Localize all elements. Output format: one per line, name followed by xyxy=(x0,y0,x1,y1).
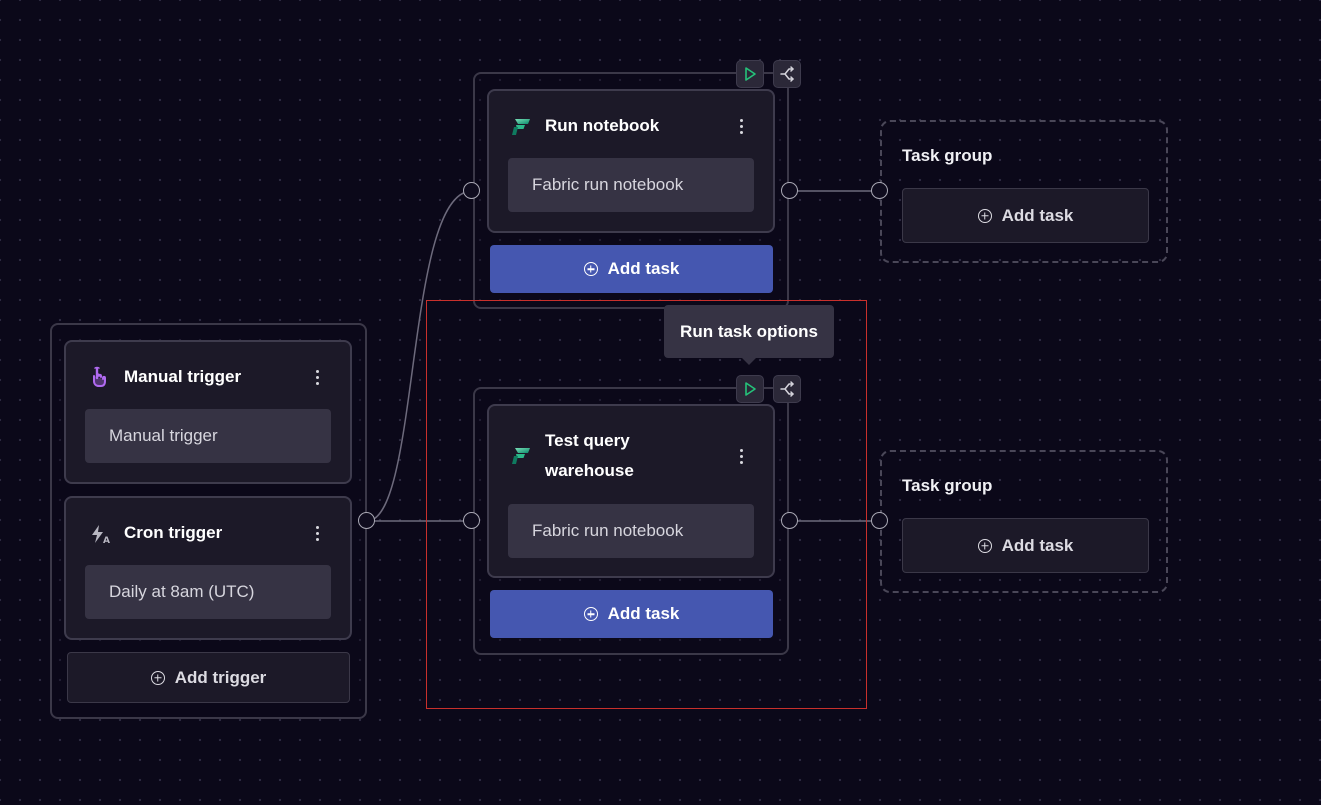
branch-button-bottom[interactable] xyxy=(773,375,801,403)
hand-pointer-icon xyxy=(88,366,110,388)
test-query-output-port[interactable] xyxy=(781,512,798,529)
manual-trigger-title: Manual trigger xyxy=(124,367,242,386)
run-notebook-title: Run notebook xyxy=(545,116,660,135)
task-group-bottom[interactable]: Task group Add task xyxy=(880,450,1168,593)
branch-icon xyxy=(780,66,794,82)
play-icon xyxy=(745,67,756,81)
run-task-button-bottom[interactable] xyxy=(736,375,764,403)
tooltip-arrow xyxy=(742,358,756,365)
plus-circle-icon xyxy=(583,262,598,276)
svg-text:A: A xyxy=(103,536,110,545)
manual-trigger-node[interactable]: Manual trigger Manual trigger xyxy=(64,340,352,484)
test-query-title-line2: warehouse xyxy=(545,461,634,480)
plus-circle-icon xyxy=(977,538,992,553)
test-query-type: Fabric run notebook xyxy=(508,504,754,558)
run-notebook-menu-button[interactable] xyxy=(731,114,751,138)
cron-bolt-icon: A xyxy=(88,523,112,546)
task-group-add-task-button[interactable]: Add task xyxy=(902,188,1149,243)
manual-trigger-value: Manual trigger xyxy=(85,409,331,463)
plus-circle-icon xyxy=(977,208,992,223)
cron-trigger-menu-button[interactable] xyxy=(307,521,327,545)
test-query-input-port[interactable] xyxy=(463,512,480,529)
test-query-title-line1: Test query xyxy=(545,431,630,450)
task-group-top[interactable]: Task group Add task xyxy=(880,120,1168,263)
run-notebook-output-port[interactable] xyxy=(781,182,798,199)
run-notebook-type: Fabric run notebook xyxy=(508,158,754,212)
selection-outline xyxy=(426,300,867,709)
run-notebook-input-port[interactable] xyxy=(463,182,480,199)
trigger-output-port[interactable] xyxy=(358,512,375,529)
branch-icon xyxy=(780,381,794,397)
run-notebook-node[interactable]: Run notebook Fabric run notebook xyxy=(487,89,775,233)
fabric-icon xyxy=(510,115,532,137)
cron-trigger-value: Daily at 8am (UTC) xyxy=(85,565,331,619)
plus-circle-icon xyxy=(583,607,598,621)
task-group-title: Task group xyxy=(902,146,993,165)
manual-trigger-menu-button[interactable] xyxy=(307,365,327,389)
test-query-warehouse-node[interactable]: Test query warehouse Fabric run notebook xyxy=(487,404,775,578)
task-group-bottom-input-port[interactable] xyxy=(871,512,888,529)
play-icon xyxy=(745,382,756,396)
task-group-top-input-port[interactable] xyxy=(871,182,888,199)
fabric-icon xyxy=(510,444,532,466)
add-trigger-button[interactable]: Add trigger xyxy=(67,652,350,703)
task-group-add-task-button[interactable]: Add task xyxy=(902,518,1149,573)
add-task-button-top[interactable]: Add task xyxy=(490,245,773,293)
branch-button-top[interactable] xyxy=(773,60,801,88)
task-group-title: Task group xyxy=(902,476,993,495)
run-task-button-top[interactable] xyxy=(736,60,764,88)
run-task-options-tooltip: Run task options xyxy=(664,305,834,358)
cron-trigger-title: Cron trigger xyxy=(124,523,223,542)
plus-circle-icon xyxy=(150,670,165,685)
test-query-menu-button[interactable] xyxy=(731,444,751,468)
cron-trigger-node[interactable]: A Cron trigger Daily at 8am (UTC) xyxy=(64,496,352,640)
add-task-button-bottom[interactable]: Add task xyxy=(490,590,773,638)
